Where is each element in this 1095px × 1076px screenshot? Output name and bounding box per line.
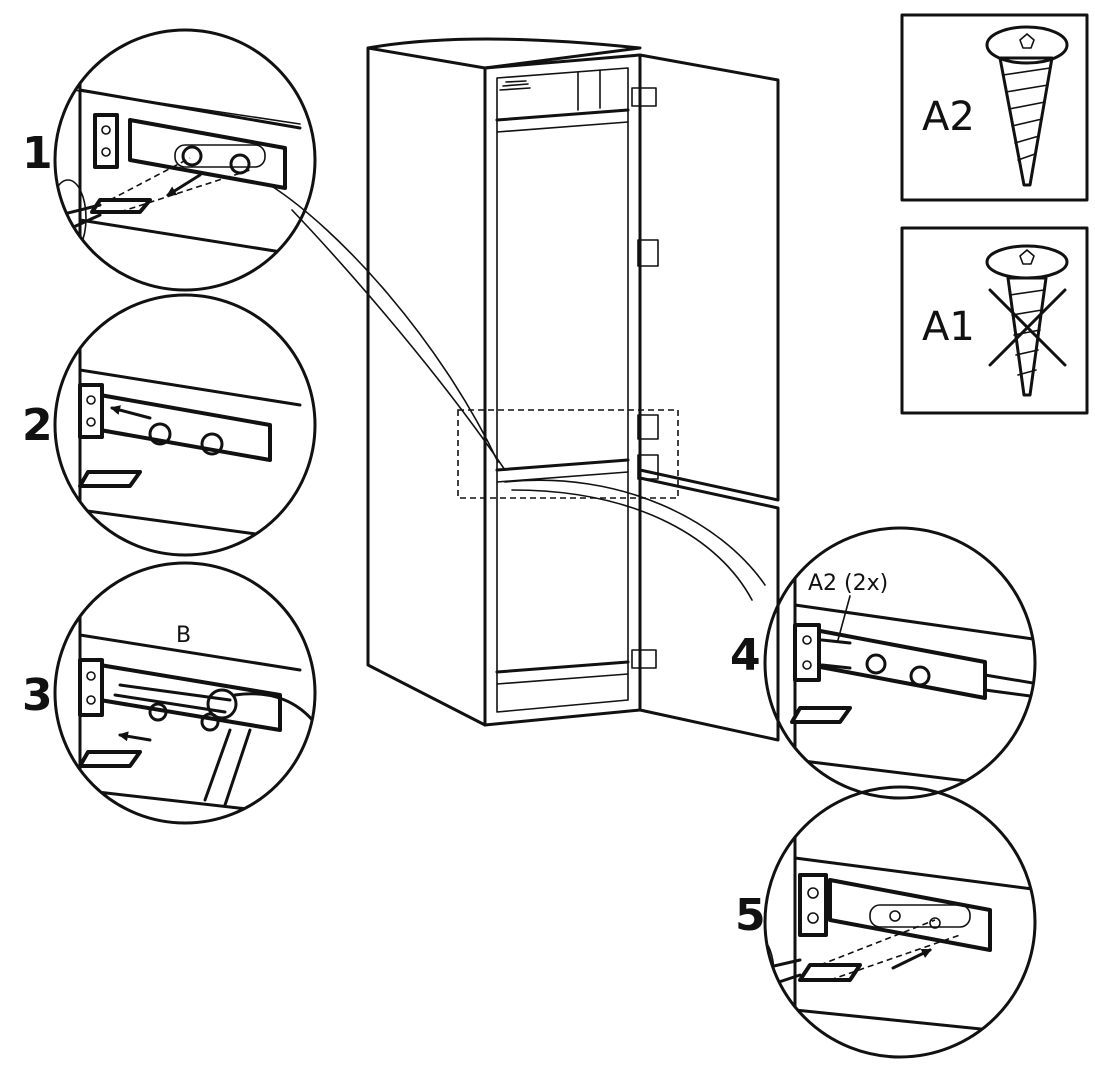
leader-line-step4: [504, 479, 766, 586]
step-number-4: 4: [730, 630, 761, 681]
hinge-middle-lower: [637, 454, 659, 480]
step-number-1: 1: [22, 128, 53, 179]
step-2-detail: 2: [22, 293, 317, 557]
step-number-3: 3: [22, 670, 53, 721]
cabinet-middle-divider: [495, 458, 630, 472]
screw-a1-label: A1: [922, 304, 975, 350]
door-panel-upper: [638, 53, 780, 502]
a2-leader-line: [837, 595, 851, 641]
screw-legend-a1: A1: [900, 226, 1089, 415]
screw-legend-a2: A2: [900, 13, 1089, 202]
door-panel-lower: [638, 476, 780, 742]
cabinet-front-frame: [483, 53, 642, 727]
cabinet-lower-shelf: [495, 660, 630, 674]
cabinet-upper-shelf: [495, 108, 630, 122]
step-number-5: 5: [735, 890, 766, 941]
screw-a2-label: A2: [922, 94, 975, 140]
leader-line-step1: [269, 184, 499, 463]
hinge-middle: [637, 414, 659, 440]
step-3-detail: 3 B: [22, 561, 317, 825]
cabinet-side-panel: [366, 46, 487, 727]
hinge-bottom: [631, 649, 657, 669]
step-5-detail: 5: [735, 785, 1037, 1059]
step-number-2: 2: [22, 400, 53, 451]
label-b: B: [176, 623, 191, 648]
hinge-top: [631, 87, 657, 107]
wood-screw-icon: [985, 25, 1069, 187]
cabinet-inner-opening: [496, 67, 629, 713]
cabinet-illustration: [269, 37, 780, 742]
detail-highlight-box: [457, 409, 679, 499]
hinge-middle-upper: [637, 239, 659, 267]
step-1-detail: 1: [22, 28, 317, 292]
label-a2-count: A2 (2x): [808, 571, 888, 596]
step-4-detail: 4 A2 (2x): [730, 526, 1037, 800]
chipboard-screw-crossed-icon: [985, 244, 1069, 397]
cabinet-top: [366, 37, 642, 70]
